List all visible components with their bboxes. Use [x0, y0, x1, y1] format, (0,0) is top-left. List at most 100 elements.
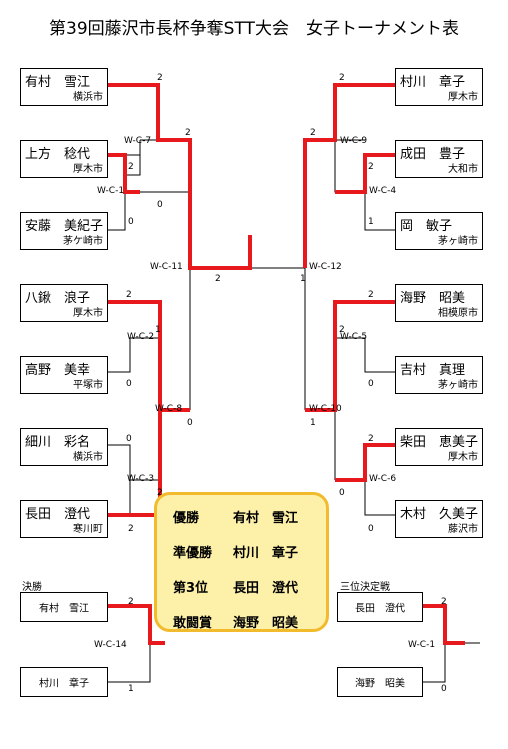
player-name: 村川 章子: [39, 678, 89, 690]
win-path-osada: [108, 410, 162, 517]
player-box: 吉村 真理 茅ヶ崎市: [395, 356, 483, 394]
final-player-box: 有村 雪江: [20, 592, 108, 622]
match-label: W-C-14: [94, 640, 127, 650]
match-label: W-C-11: [150, 262, 183, 272]
match-label: W-C-4: [369, 186, 397, 196]
player-name: 吉村 真理: [400, 363, 466, 378]
player-name: 長田 澄代: [25, 507, 91, 522]
player-city: 茅ヶ崎市: [438, 236, 478, 247]
score: 0: [339, 488, 345, 498]
player-city: 厚木市: [448, 92, 478, 103]
player-name: 成田 豊子: [400, 147, 466, 162]
score: 0: [441, 684, 447, 694]
score: 2: [157, 73, 163, 83]
win-path-narita: [335, 153, 395, 194]
match-label: W-C-5: [340, 332, 368, 342]
award-name: 有村 雪江: [233, 511, 299, 526]
score: 1: [310, 418, 316, 428]
award-rank: 優勝: [173, 511, 200, 526]
player-city: 厚木市: [448, 452, 478, 463]
player-city: 大和市: [448, 164, 478, 175]
score: 2: [339, 325, 345, 335]
player-city: 茅ヶ崎市: [438, 380, 478, 391]
score: 2: [126, 290, 132, 300]
player-name: 海野 昭美: [400, 291, 466, 306]
award-rank: 準優勝: [173, 546, 213, 561]
score: 2: [368, 162, 374, 172]
player-city: 横浜市: [73, 452, 103, 463]
match-label: W-C-1: [97, 186, 125, 196]
player-city: 平塚市: [73, 380, 103, 391]
score: 2: [368, 434, 374, 444]
award-rank: 敢闘賞: [173, 616, 213, 631]
player-box: 成田 豊子 大和市: [395, 140, 483, 178]
win-path-shibata: [335, 443, 395, 482]
match-label: W-C-1: [408, 640, 436, 650]
score: 2: [128, 597, 134, 607]
player-name: 高野 美幸: [25, 363, 91, 378]
final-heading: 決勝: [22, 582, 42, 593]
match-label: W-C-2: [127, 332, 155, 342]
player-name: 有村 雪江: [25, 75, 91, 90]
player-city: 相模原市: [438, 308, 478, 319]
score: 2: [441, 597, 447, 607]
score: 0: [126, 434, 132, 444]
score: 0: [368, 524, 374, 534]
player-city: 厚木市: [73, 164, 103, 175]
player-city: 茅ケ崎市: [63, 236, 103, 247]
score: 1: [128, 684, 134, 694]
third-player-box: 海野 昭美: [337, 667, 423, 697]
player-name: 長田 澄代: [355, 603, 405, 615]
win-path-w8: [158, 338, 190, 412]
player-box: 高野 美幸 平塚市: [20, 356, 108, 394]
player-box: 有村 雪江 横浜市: [20, 68, 108, 106]
score: 1: [300, 274, 306, 284]
player-city: 横浜市: [73, 92, 103, 103]
win-path-yakuwa: [108, 300, 162, 338]
award-name: 長田 澄代: [233, 581, 299, 596]
award-rank: 第3位: [173, 581, 209, 596]
player-box: 木村 久美子 藤沢市: [395, 500, 483, 538]
award-summary: 優勝 有村 雪江 準優勝 村川 章子 第3位 長田 澄代 敢闘賞 海野 昭美: [154, 492, 329, 632]
player-box: 長田 澄代 寒川町: [20, 500, 108, 538]
player-name: 岡 敏子: [400, 219, 453, 234]
player-name: 上方 稔代: [25, 147, 91, 162]
win-path-unno: [305, 300, 395, 412]
player-box: 海野 昭美 相模原市: [395, 284, 483, 322]
match-label: W-C-7: [124, 136, 152, 146]
page-title: 第39回藤沢市長杯争奪STT大会 女子トーナメント表: [49, 19, 459, 39]
final-player-box: 村川 章子: [20, 667, 108, 697]
player-name: 柴田 恵美子: [400, 435, 479, 450]
player-box: 八鍬 浪子 厚木市: [20, 284, 108, 322]
score: 0: [187, 418, 193, 428]
player-name: 海野 昭美: [355, 678, 405, 690]
player-name: 八鍬 浪子: [25, 291, 91, 306]
player-name: 安藤 美紀子: [25, 219, 104, 234]
player-box: 村川 章子 厚木市: [395, 68, 483, 106]
score: 2: [185, 128, 191, 138]
score: 2: [339, 73, 345, 83]
score: 2: [368, 290, 374, 300]
player-name: 有村 雪江: [39, 603, 89, 615]
player-box: 上方 稔代 厚木市: [20, 140, 108, 178]
player-name: 細川 彩名: [25, 435, 91, 450]
score: 0: [126, 379, 132, 389]
win-path-uekata: [108, 153, 140, 194]
player-box: 安藤 美紀子 茅ケ崎市: [20, 212, 108, 250]
score: 2: [128, 162, 134, 172]
player-box: 岡 敏子 茅ヶ崎市: [395, 212, 483, 250]
win-path-arimura: [108, 83, 252, 270]
score: 1: [155, 325, 161, 335]
third-player-box: 長田 澄代: [337, 592, 423, 622]
player-city: 寒川町: [73, 524, 103, 535]
player-city: 厚木市: [73, 308, 103, 319]
score: 1: [368, 217, 374, 227]
player-box: 柴田 恵美子 厚木市: [395, 428, 483, 466]
match-label: W-C-10: [309, 404, 342, 414]
score: 0: [368, 379, 374, 389]
match-label: W-C-12: [309, 262, 342, 272]
score: 2: [310, 128, 316, 138]
player-name: 木村 久美子: [400, 507, 479, 522]
score: 2: [215, 274, 221, 284]
award-name: 海野 昭美: [233, 616, 299, 631]
